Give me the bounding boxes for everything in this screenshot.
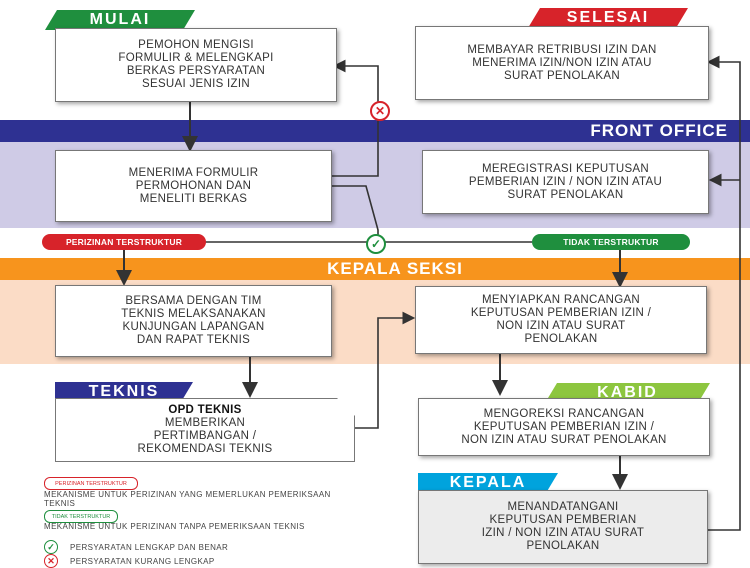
- kepala-seksi-title: KEPALA SEKSI: [327, 259, 463, 278]
- box-menandatangani-text: MENANDATANGANI KEPUTUSAN PEMBERIAN IZIN …: [481, 501, 645, 552]
- reject-icon: ✕: [370, 101, 390, 121]
- box-meregistrasi: MEREGISTRASI KEPUTUSAN PEMBERIAN IZIN / …: [422, 150, 709, 214]
- approve-icon: ✓: [366, 234, 386, 254]
- legend-pill-terstruktur: PERIZINAN TERSTRUKTUR: [44, 477, 138, 490]
- box-menyiapkan-text: MENYIAPKAN RANCANGAN KEPUTUSAN PEMBERIAN…: [470, 294, 652, 345]
- legend-kurang: PERSYARATAN KURANG LENGKAP: [70, 557, 215, 566]
- box-membayar-text: MEMBAYAR RETRIBUSI IZIN DAN MENERIMA IZI…: [467, 43, 657, 82]
- legend-cross-icon: ✕: [44, 554, 58, 568]
- box-menerima: MENERIMA FORMULIR PERMOHONAN DAN MENELIT…: [55, 150, 332, 222]
- box-membayar: MEMBAYAR RETRIBUSI IZIN DAN MENERIMA IZI…: [415, 26, 709, 100]
- opd-title: OPD TEKNIS: [168, 404, 242, 416]
- tag-teknis: TEKNIS: [55, 382, 193, 402]
- pill-tidak-terstruktur: TIDAK TERSTRUKTUR: [532, 234, 690, 250]
- box-menerima-text: MENERIMA FORMULIR PERMOHONAN DAN MENELIT…: [128, 166, 259, 205]
- legend-check-icon: ✓: [44, 540, 58, 554]
- legend-lengkap: PERSYARATAN LENGKAP DAN BENAR: [70, 543, 229, 552]
- box-mengoreksi-text: MENGOREKSI RANCANGAN KEPUTUSAN PEMBERIAN…: [461, 407, 667, 446]
- box-menyiapkan: MENYIAPKAN RANCANGAN KEPUTUSAN PEMBERIAN…: [415, 286, 707, 354]
- box-menandatangani: MENANDATANGANI KEPUTUSAN PEMBERIAN IZIN …: [418, 490, 708, 564]
- box-bersama: BERSAMA DENGAN TIM TEKNIS MELAKSANAKAN K…: [55, 285, 332, 357]
- tag-mulai: MULAI: [45, 10, 195, 30]
- legend-pill-tidak: TIDAK TERSTRUKTUR: [44, 510, 118, 523]
- tag-kepala: KEPALA: [418, 473, 558, 493]
- box-pemohon: PEMOHON MENGISI FORMULIR & MELENGKAPI BE…: [55, 28, 337, 102]
- box-pemohon-text: PEMOHON MENGISI FORMULIR & MELENGKAPI BE…: [118, 39, 274, 90]
- kepala-seksi-header: KEPALA SEKSI: [0, 258, 750, 280]
- pill-perizinan-terstruktur: PERIZINAN TERSTRUKTUR: [42, 234, 206, 250]
- opd-body: MEMBERIKAN PERTIMBANGAN / REKOMENDASI TE…: [137, 417, 273, 455]
- box-bersama-text: BERSAMA DENGAN TIM TEKNIS MELAKSANAKAN K…: [121, 295, 266, 346]
- tag-selesai: SELESAI: [528, 8, 688, 28]
- legend-text-terstruktur: MEKANISME UNTUK PERIZINAN YANG MEMERLUKA…: [44, 490, 331, 508]
- box-mengoreksi: MENGOREKSI RANCANGAN KEPUTUSAN PEMBERIAN…: [418, 398, 710, 456]
- box-meregistrasi-text: MEREGISTRASI KEPUTUSAN PEMBERIAN IZIN / …: [468, 162, 663, 201]
- legend-text-tidak: MEKANISME UNTUK PERIZINAN TANPA PEMERIKS…: [44, 522, 305, 531]
- box-opd-teknis: OPD TEKNIS MEMBERIKAN PERTIMBANGAN / REK…: [55, 398, 355, 462]
- front-office-title: FRONT OFFICE: [590, 121, 728, 140]
